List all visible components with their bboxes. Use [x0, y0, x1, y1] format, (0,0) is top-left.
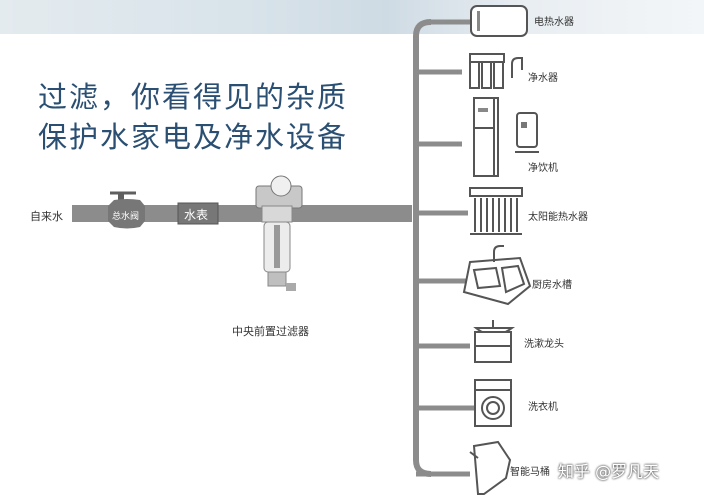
appliance-label: 净水器 — [528, 73, 558, 84]
source-label: 自来水 — [30, 210, 63, 223]
water-dispenser-icon — [473, 97, 539, 177]
water-heater-icon — [470, 5, 528, 37]
appliance-label: 智能马桶 — [510, 467, 550, 478]
branch-pipes — [416, 19, 474, 477]
appliance-label: 洗漱龙头 — [524, 339, 564, 350]
meter-label: 水表 — [184, 208, 209, 222]
prefilter-icon — [255, 175, 303, 291]
main-valve-icon — [108, 191, 145, 229]
filter-label: 中央前置过滤器 — [232, 325, 309, 338]
header-background — [0, 0, 704, 34]
smart-toilet-icon — [469, 440, 512, 495]
solar-heater-icon — [469, 187, 523, 235]
watermark: 知乎 @罗凡天 — [558, 462, 660, 481]
kitchen-sink-icon — [462, 245, 532, 306]
appliance-label: 厨房水槽 — [532, 280, 572, 291]
appliance-label: 洗衣机 — [528, 402, 558, 413]
headline-line-2: 保护水家电及净水设备 — [38, 120, 349, 154]
main-pipe — [72, 205, 412, 222]
wash-basin-icon — [473, 320, 516, 363]
headline-line-1: 过滤，你看得见的杂质 — [38, 80, 349, 114]
washing-machine-icon — [474, 379, 512, 427]
appliance-label: 太阳能热水器 — [528, 212, 588, 223]
appliance-label: 电热水器 — [534, 17, 574, 28]
water-purifier-icon — [469, 53, 523, 89]
water-meter-icon — [177, 202, 219, 225]
appliance-label: 净饮机 — [528, 163, 558, 174]
valve-label: 总水阀 — [112, 212, 140, 222]
